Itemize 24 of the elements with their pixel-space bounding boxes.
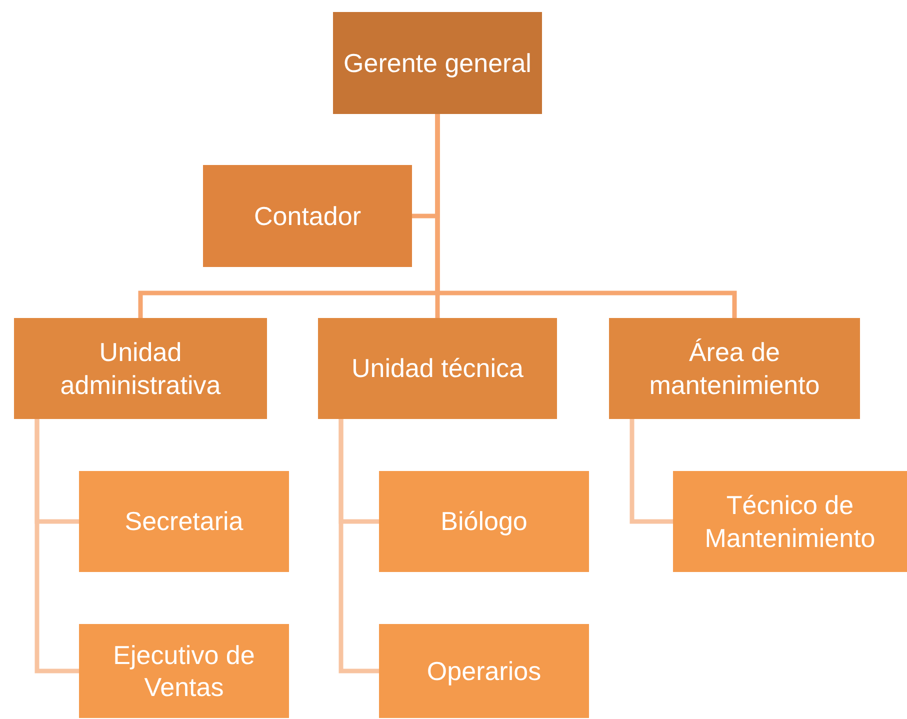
box-label: Operarios bbox=[426, 654, 542, 688]
org-box bbox=[673, 471, 907, 572]
connector-line bbox=[630, 419, 673, 524]
connector-line bbox=[435, 114, 737, 318]
org-box bbox=[609, 318, 860, 419]
org-box bbox=[379, 624, 589, 718]
org-box bbox=[203, 165, 412, 267]
org-box bbox=[318, 318, 557, 419]
box-label: Secretaria bbox=[124, 505, 244, 538]
org-box bbox=[379, 471, 589, 572]
box-label: Técnico de Mantenimiento bbox=[704, 489, 876, 554]
box-label: Unidad técnica bbox=[352, 352, 524, 385]
box-label: Biólogo bbox=[440, 505, 528, 538]
box-label: Contador bbox=[254, 200, 361, 232]
box-label: Gerente general bbox=[344, 46, 532, 80]
org-box bbox=[333, 12, 542, 114]
org-box bbox=[79, 471, 289, 572]
box-label: Unidad administrativa bbox=[59, 336, 222, 401]
connector-line bbox=[338, 419, 379, 674]
org-box bbox=[79, 624, 289, 718]
org-box bbox=[14, 318, 267, 419]
box-label: Ejecutivo de Ventas bbox=[112, 638, 256, 704]
connector-line bbox=[34, 419, 79, 674]
box-label: Área de mantenimiento bbox=[648, 336, 821, 401]
